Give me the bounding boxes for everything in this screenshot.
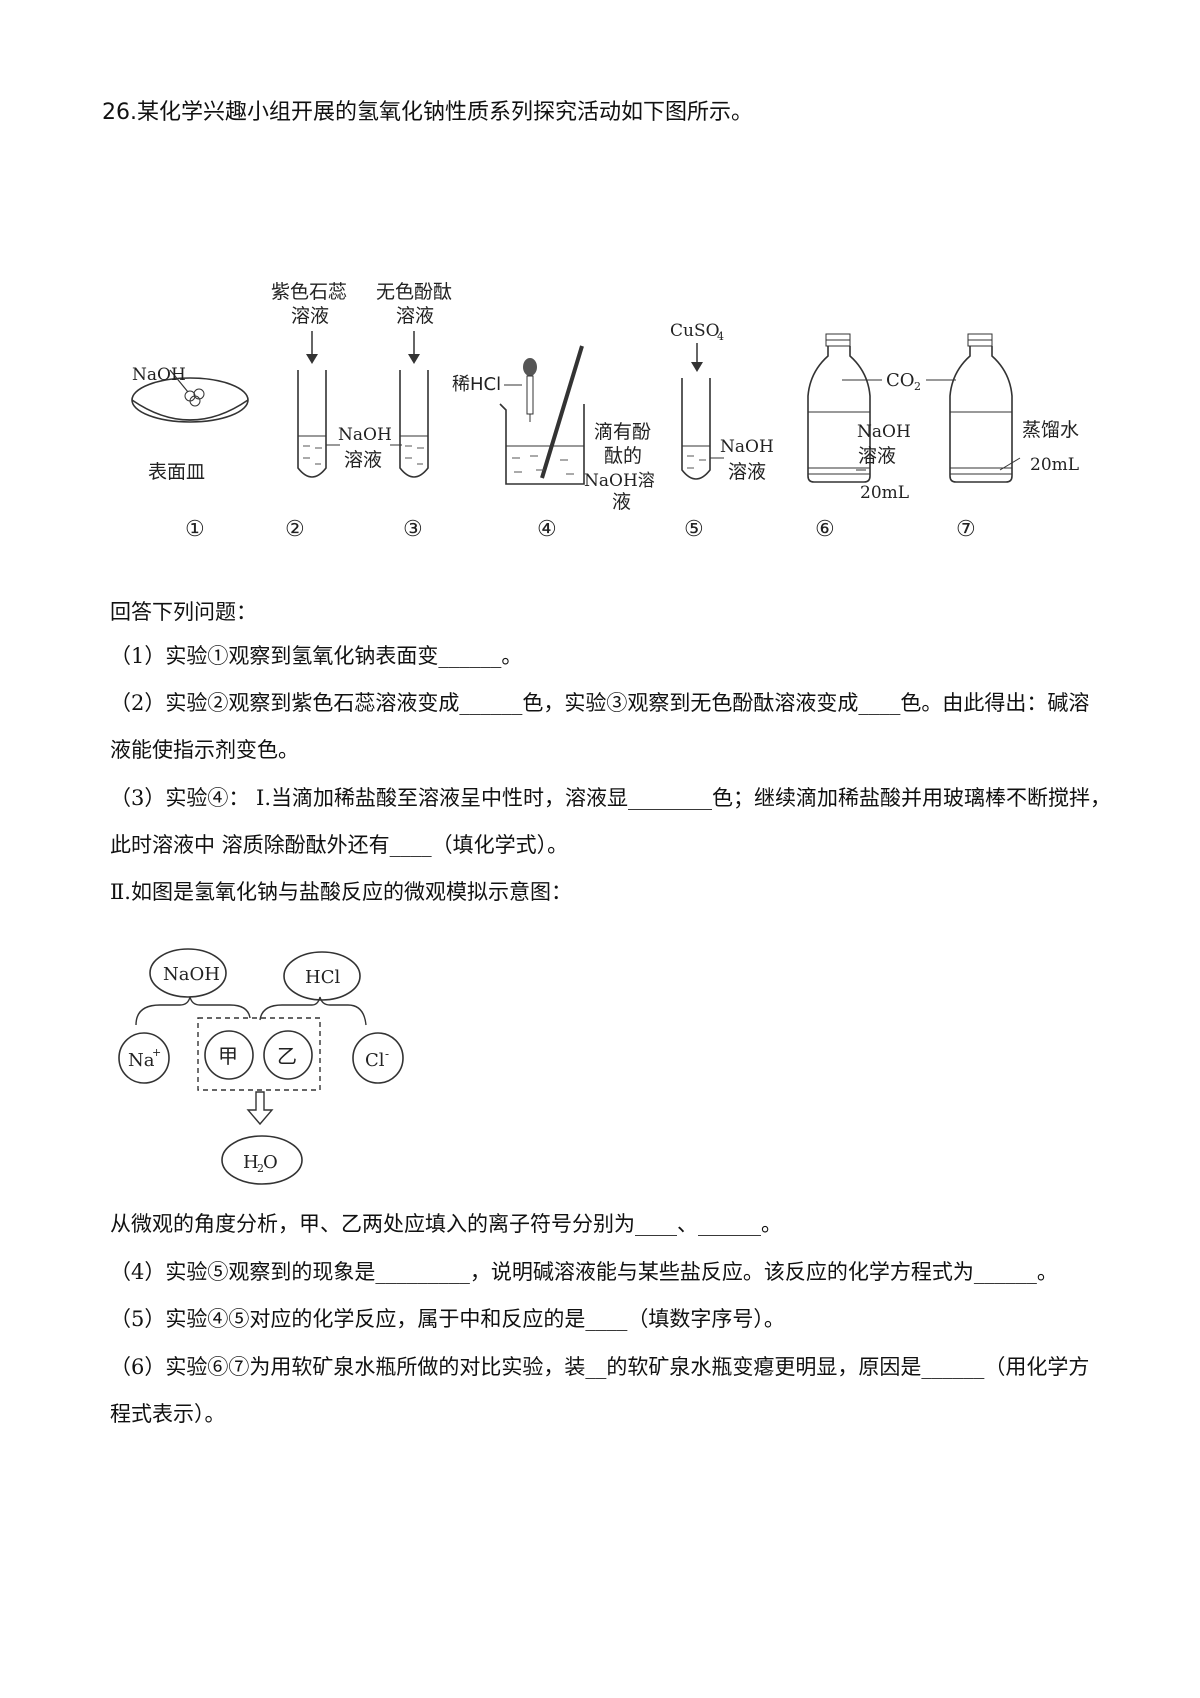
svg-text:紫色石蕊: 紫色石蕊 <box>271 281 347 303</box>
question-1: （1）实验①观察到氢氧化钠表面变______。 <box>110 644 523 668</box>
svg-text:O: O <box>263 1152 278 1173</box>
question-3-line-3: Ⅱ.如图是氢氧化钠与盐酸反应的微观模拟示意图： <box>110 880 572 904</box>
svg-text:③: ③ <box>403 517 423 542</box>
svg-text:NaOH: NaOH <box>163 964 220 985</box>
svg-text:蒸馏水: 蒸馏水 <box>1022 419 1079 441</box>
svg-text:+: + <box>152 1046 161 1059</box>
svg-text:NaOH溶: NaOH溶 <box>584 471 655 491</box>
svg-text:4: 4 <box>717 330 724 343</box>
question-2-line-2: 液能使指示剂变色。 <box>110 738 299 762</box>
svg-text:溶液: 溶液 <box>291 305 329 327</box>
svg-text:⑦: ⑦ <box>956 517 976 542</box>
svg-text:②: ② <box>285 517 305 542</box>
svg-text:稀HCl: 稀HCl <box>452 374 501 395</box>
experiment-numbers: ① ② ③ ④ ⑤ ⑥ ⑦ <box>185 517 976 542</box>
svg-text:NaOH: NaOH <box>338 425 392 445</box>
svg-text:酞的: 酞的 <box>604 445 642 467</box>
bottle-naoh: CO 2 NaOH 溶液 20mL <box>807 333 956 503</box>
question-6-line-1: （6）实验⑥⑦为用软矿泉水瓶所做的对比实验，装__的软矿泉水瓶变瘪更明显，原因是… <box>110 1355 1090 1379</box>
naoh-label: NaOH <box>132 365 186 385</box>
svg-text:溶液: 溶液 <box>858 445 896 467</box>
svg-text:滴有酚: 滴有酚 <box>594 421 651 443</box>
bottle-water: 蒸馏水 20mL <box>949 333 1079 483</box>
svg-text:①: ① <box>185 517 205 542</box>
question-5: （5）实验④⑤对应的化学反应，属于中和反应的是____（填数字序号）。 <box>110 1307 785 1331</box>
svg-text:20mL: 20mL <box>1030 455 1079 475</box>
beaker-apparatus: 稀HCl 滴有酚 酞的 NaOH溶 液 <box>452 345 655 513</box>
micro-diagram: NaOH HCl Na + 甲 乙 Cl - H 2 O <box>118 948 404 1185</box>
svg-text:H: H <box>243 1152 259 1173</box>
question-3-line-1: （3）实验④： I.当滴加稀盐酸至溶液呈中性时，溶液显________色；继续滴… <box>110 786 1112 810</box>
svg-text:⑥: ⑥ <box>815 517 835 542</box>
question-3-line-4: 从微观的角度分析，甲、乙两处应填入的离子符号分别为____、______。 <box>110 1212 782 1236</box>
svg-text:2: 2 <box>914 380 921 393</box>
svg-text:乙: 乙 <box>277 1044 297 1068</box>
question-3-line-2: 此时溶液中 溶质除酚酞外还有____（填化学式）。 <box>110 833 569 857</box>
svg-text:溶液: 溶液 <box>396 305 434 327</box>
svg-text:CuSO: CuSO <box>670 321 720 341</box>
svg-text:无色酚酞: 无色酚酞 <box>376 281 452 303</box>
svg-text:Cl: Cl <box>365 1050 385 1071</box>
question-title: 26.某化学兴趣小组开展的氢氧化钠性质系列探究活动如下图所示。 <box>102 100 753 125</box>
test-tube-cuso4: CuSO 4 NaOH 溶液 <box>670 321 774 483</box>
svg-text:液: 液 <box>612 491 631 513</box>
test-tube-litmus: 紫色石蕊 溶液 <box>271 281 347 478</box>
dish-label: 表面皿 <box>148 461 205 483</box>
svg-text:HCl: HCl <box>305 967 340 988</box>
svg-text:溶液: 溶液 <box>728 461 766 483</box>
svg-text:NaOH: NaOH <box>857 422 911 442</box>
answer-heading: 回答下列问题： <box>110 600 257 624</box>
svg-text:20mL: 20mL <box>860 483 909 503</box>
svg-text:NaOH: NaOH <box>720 437 774 457</box>
svg-text:2: 2 <box>257 1162 264 1175</box>
svg-text:⑤: ⑤ <box>684 517 704 542</box>
svg-text:-: - <box>385 1047 389 1061</box>
svg-text:溶液: 溶液 <box>344 449 382 471</box>
question-2-line-1: （2）实验②观察到紫色石蕊溶液变成______色，实验③观察到无色酚酞溶液变成_… <box>110 691 1090 715</box>
svg-text:CO: CO <box>886 370 915 391</box>
svg-text:④: ④ <box>537 517 557 542</box>
svg-text:Na: Na <box>128 1050 155 1071</box>
test-tube-phenolphthalein: 无色酚酞 溶液 NaOH 溶液 <box>326 281 452 478</box>
question-6-line-2: 程式表示）。 <box>110 1402 226 1426</box>
svg-text:甲: 甲 <box>218 1044 238 1068</box>
watch-glass-apparatus: NaOH 表面皿 <box>131 365 249 483</box>
question-4: （4）实验⑤观察到的现象是_________，说明碱溶液能与某些盐反应。该反应的… <box>110 1260 1058 1284</box>
